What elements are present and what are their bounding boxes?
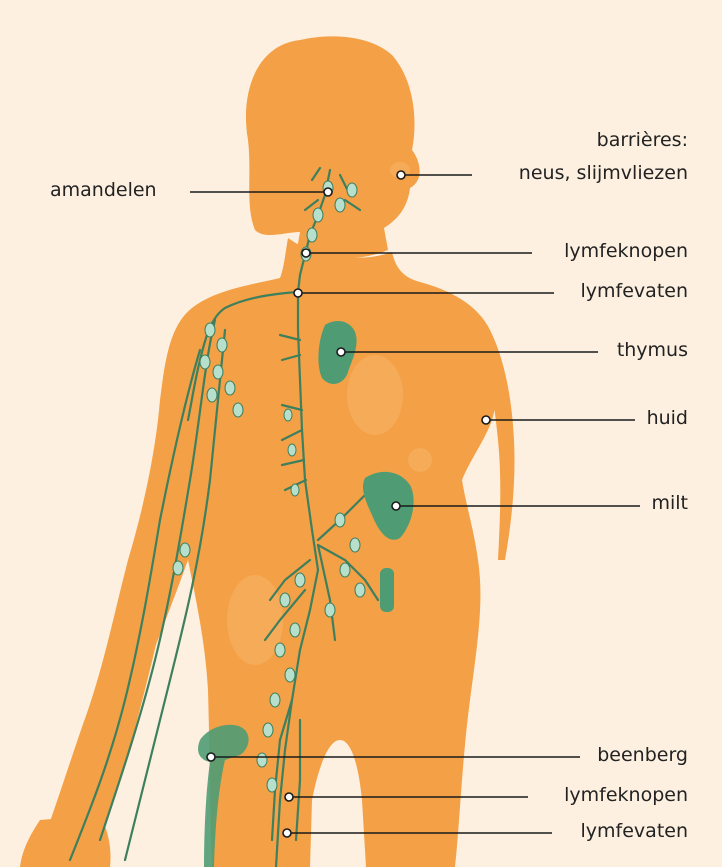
lymph-node (263, 723, 273, 737)
marker-thymus (337, 348, 345, 356)
marker-beenberg (207, 753, 215, 761)
lymph-node (290, 623, 300, 637)
marker-lymfevaten-bottom (283, 829, 291, 837)
label-lymfevaten-bottom: lymfevaten (581, 820, 688, 843)
marker-barrieres (397, 171, 405, 179)
marker-lymfeknopen-bottom (285, 793, 293, 801)
lymph-node (180, 543, 190, 557)
lymph-node (350, 538, 360, 552)
lymph-node (173, 561, 183, 575)
lymph-node (295, 573, 305, 587)
marker-amandelen (324, 188, 332, 196)
lymph-node (284, 409, 292, 421)
lymph-node (307, 228, 317, 242)
lymph-node (288, 444, 296, 456)
lymph-node (200, 355, 210, 369)
lymph-node (355, 583, 365, 597)
lymph-node (205, 323, 215, 337)
label-beenberg: beenberg (597, 744, 688, 767)
lymph-node (325, 603, 335, 617)
label-amandelen: amandelen (50, 179, 157, 202)
lymph-node (257, 753, 267, 767)
appendix-organ (380, 568, 394, 612)
lymph-node (335, 198, 345, 212)
label-milt: milt (651, 492, 688, 515)
label-thymus: thymus (617, 339, 688, 362)
lymph-node (340, 563, 350, 577)
lymph-node (280, 593, 290, 607)
lymph-node (225, 381, 235, 395)
label-lymfeknopen-bottom: lymfeknopen (564, 784, 688, 807)
lymph-node (213, 365, 223, 379)
lymph-node (233, 403, 243, 417)
lymph-node (335, 513, 345, 527)
label-barrieres-detail: neus, slijmvliezen (519, 162, 688, 185)
lymph-node (347, 183, 357, 197)
lymph-node (275, 643, 285, 657)
marker-lymfeknopen-top (302, 249, 310, 257)
lymph-node (270, 693, 280, 707)
lymph-node (207, 388, 217, 402)
label-lymfevaten-top: lymfevaten (581, 280, 688, 303)
marker-milt (392, 502, 400, 510)
lymph-node (217, 338, 227, 352)
marker-lymfevaten-top (294, 289, 302, 297)
lymph-node (313, 208, 323, 222)
label-barrieres-title: barrières: (597, 129, 688, 152)
lymph-node (285, 668, 295, 682)
intestine-shade (227, 575, 283, 665)
navel-shade (408, 448, 432, 472)
label-lymfeknopen-top: lymfeknopen (564, 240, 688, 263)
label-huid: huid (647, 407, 688, 430)
marker-huid (482, 416, 490, 424)
lymph-node (291, 484, 299, 496)
heart-shade (347, 355, 403, 435)
lymph-node (267, 778, 277, 792)
